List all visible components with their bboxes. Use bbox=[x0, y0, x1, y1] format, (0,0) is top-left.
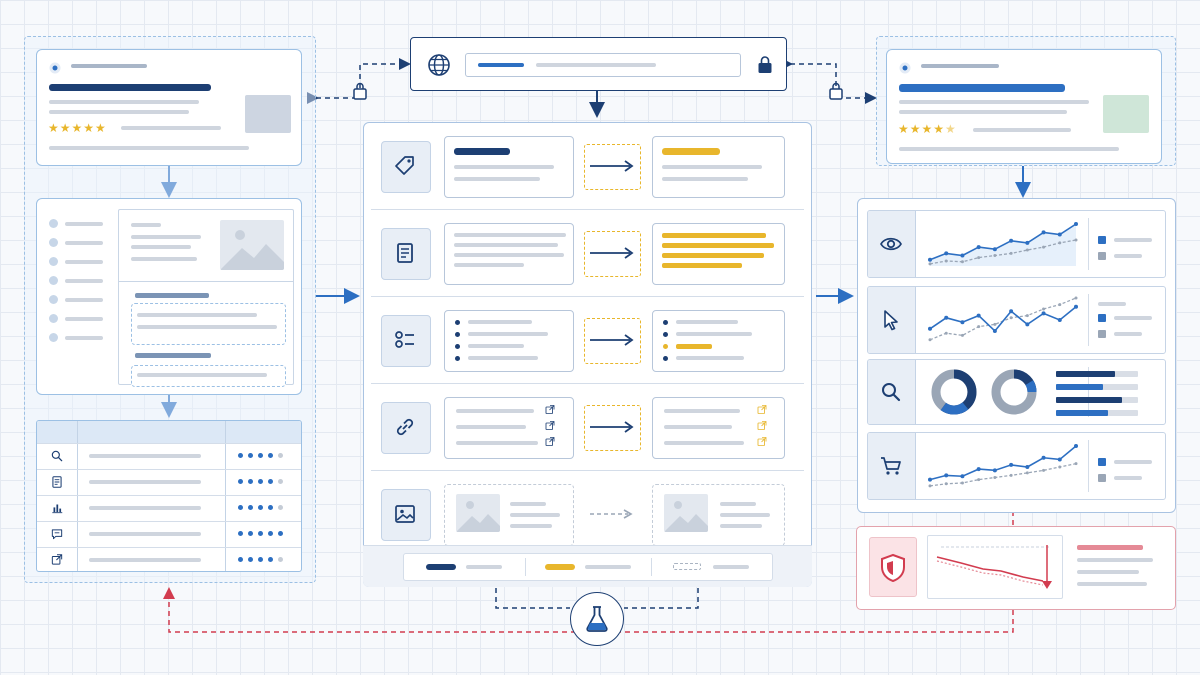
external-link-icon bbox=[757, 437, 767, 446]
external-link-icon bbox=[545, 437, 555, 446]
rating-dots bbox=[238, 453, 283, 458]
results-table[interactable] bbox=[36, 420, 302, 572]
hbar bbox=[1056, 397, 1122, 403]
optimized-product-card[interactable]: ★★★★★ bbox=[886, 49, 1162, 164]
bar-chart-icon bbox=[52, 504, 63, 514]
navy-key bbox=[426, 564, 456, 570]
line-chart bbox=[928, 296, 1078, 342]
legend-bar bbox=[363, 545, 812, 587]
table-row[interactable] bbox=[37, 547, 301, 571]
tag-icon bbox=[395, 156, 414, 175]
url-field[interactable] bbox=[465, 53, 741, 77]
table-row[interactable] bbox=[37, 495, 301, 521]
chat-icon bbox=[51, 529, 63, 540]
search-icon bbox=[51, 450, 63, 462]
external-link-icon bbox=[51, 554, 63, 565]
falling-line-chart bbox=[936, 545, 1052, 589]
transform-arrow bbox=[590, 247, 634, 259]
row-icon-box bbox=[381, 228, 431, 280]
cart-icon bbox=[881, 457, 901, 475]
transform-arrow bbox=[590, 421, 634, 433]
nav-item[interactable] bbox=[49, 257, 109, 267]
metric-row[interactable] bbox=[867, 286, 1166, 354]
donut-chart bbox=[991, 369, 1037, 415]
alert-panel[interactable] bbox=[856, 526, 1176, 610]
badge-icon bbox=[49, 62, 61, 74]
external-link-icon bbox=[757, 405, 767, 414]
table-row[interactable] bbox=[37, 521, 301, 547]
dashed-key bbox=[673, 563, 701, 570]
nav-item[interactable] bbox=[49, 295, 109, 305]
transform-arrow bbox=[590, 160, 634, 172]
gold-key bbox=[545, 564, 575, 570]
table-row[interactable] bbox=[37, 443, 301, 469]
cursor-icon bbox=[884, 310, 898, 331]
rating-dots bbox=[238, 479, 283, 484]
table-row[interactable] bbox=[37, 469, 301, 495]
flask-node[interactable] bbox=[570, 592, 624, 646]
external-link-icon bbox=[545, 405, 555, 414]
hbar bbox=[1056, 384, 1103, 390]
row-icon-box bbox=[381, 489, 431, 541]
product-card[interactable]: ★★★★★ bbox=[36, 49, 302, 166]
row-icon-box bbox=[381, 141, 431, 193]
lock-icon bbox=[829, 82, 843, 100]
line-chart bbox=[928, 444, 1078, 488]
table-header bbox=[37, 421, 301, 443]
shield-alert-icon bbox=[881, 553, 905, 583]
lock-icon bbox=[353, 82, 367, 100]
row-icon-box bbox=[381, 402, 431, 454]
metric-row[interactable] bbox=[867, 432, 1166, 500]
detail-page[interactable] bbox=[36, 198, 302, 395]
hbar bbox=[1056, 410, 1108, 416]
badge-icon bbox=[899, 62, 911, 74]
nav-item[interactable] bbox=[49, 333, 109, 343]
nav-item[interactable] bbox=[49, 219, 109, 229]
external-link-icon bbox=[545, 421, 555, 430]
browser-bar[interactable] bbox=[410, 37, 787, 91]
image-placeholder bbox=[245, 95, 291, 133]
image-placeholder bbox=[220, 220, 284, 270]
nav-item[interactable] bbox=[49, 314, 109, 324]
nav-item[interactable] bbox=[49, 276, 109, 286]
pending-arrow bbox=[590, 509, 633, 519]
document-icon bbox=[397, 243, 413, 263]
line-chart bbox=[928, 222, 1078, 266]
row-icon-box bbox=[381, 315, 431, 367]
image-placeholder bbox=[1103, 95, 1149, 133]
document-icon bbox=[52, 476, 62, 488]
nav-item[interactable] bbox=[49, 238, 109, 248]
search-icon bbox=[882, 383, 901, 402]
transform-arrow bbox=[590, 334, 634, 346]
image-placeholder bbox=[664, 494, 708, 532]
external-link-icon bbox=[757, 421, 767, 430]
rating-dots bbox=[238, 531, 283, 536]
flask-icon bbox=[586, 606, 608, 632]
image-icon bbox=[395, 505, 415, 523]
eye-icon bbox=[880, 237, 902, 251]
hbar bbox=[1056, 371, 1116, 377]
rating-dots bbox=[238, 557, 283, 562]
rating-dots bbox=[238, 505, 283, 510]
globe-icon bbox=[428, 54, 450, 76]
checklist-icon bbox=[395, 331, 414, 348]
donut-chart bbox=[931, 369, 977, 415]
link-icon bbox=[396, 418, 414, 436]
rating-stars: ★★★★★ bbox=[48, 121, 107, 135]
rating-stars: ★★★★★ bbox=[898, 122, 957, 136]
image-placeholder bbox=[456, 494, 500, 532]
lock-icon bbox=[758, 56, 772, 73]
